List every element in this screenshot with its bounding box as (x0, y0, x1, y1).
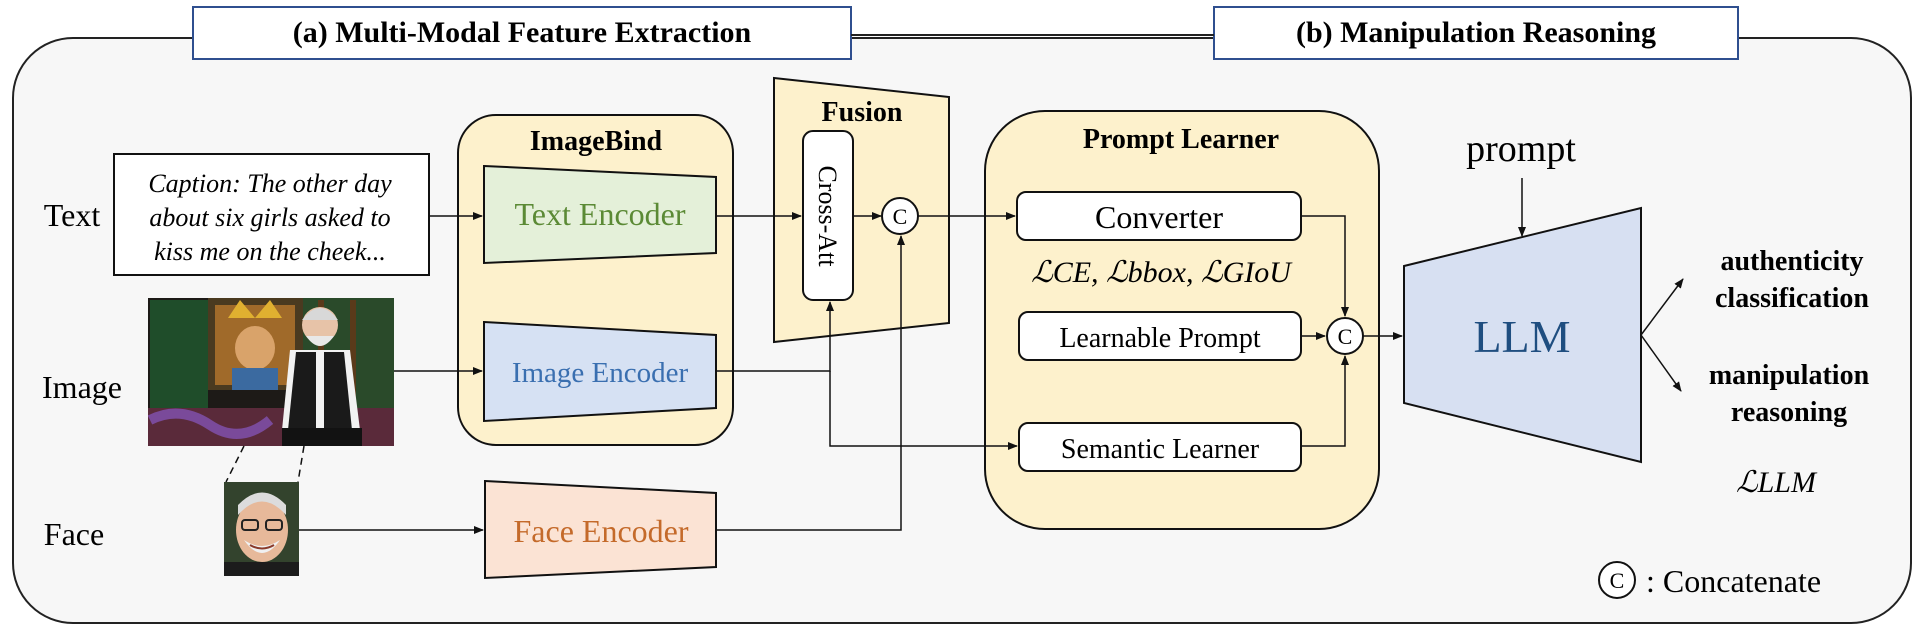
text-encoder (483, 164, 717, 265)
face-crop-guide-left (225, 445, 245, 483)
caption-line-1: Caption: The other day (148, 169, 392, 198)
arrow-image-encoder-to-semantic-learner (829, 371, 1018, 450)
concat-node-fusion-label: C (893, 204, 908, 229)
output-authenticity-line-1: authenticity (1720, 246, 1863, 277)
prompt-label: prompt (1466, 128, 1576, 170)
text-encoder-label: Text Encoder (514, 196, 685, 232)
arrow-face-encoder-to-concat (716, 235, 905, 531)
output-reasoning-line-1: manipulation (1709, 360, 1870, 391)
semantic-learner-label: Semantic Learner (1061, 434, 1260, 465)
fusion-title: Fusion (822, 97, 903, 128)
section-a-header: (a) Multi-Modal Feature Extraction (293, 16, 752, 49)
input-photo (148, 298, 394, 446)
caption-line-2: about six girls asked to (149, 203, 390, 232)
connectors (299, 178, 1684, 534)
legend-concat-symbol-label: C (1610, 568, 1625, 593)
converter-label: Converter (1095, 199, 1223, 235)
caption-box (113, 153, 430, 276)
llm-label: LLM (1473, 311, 1570, 362)
face-photo (224, 482, 299, 576)
llm-loss: ℒLLM (1736, 466, 1818, 499)
image-input-label: Image (42, 369, 122, 405)
arrow-semantic-learner-to-concat (1301, 355, 1349, 447)
concat-node-prompt-label: C (1338, 324, 1353, 349)
section-a-header-box (192, 6, 852, 60)
text-input-label: Text (44, 197, 101, 233)
learnable-prompt-label: Learnable Prompt (1059, 323, 1261, 354)
semantic-learner-box (1018, 422, 1302, 472)
prompt-learner-title: Prompt Learner (1083, 124, 1279, 155)
arrow-llm-to-authenticity (1640, 278, 1684, 336)
legend-concat-text: : Concatenate (1646, 563, 1821, 599)
output-reasoning-line-2: reasoning (1731, 397, 1847, 428)
image-encoder-label: Image Encoder (512, 357, 689, 389)
imagebind-title: ImageBind (530, 126, 663, 157)
cross-att-label: Cross-Att (813, 165, 842, 267)
face-crop-guide-right (297, 445, 305, 483)
image-encoder (483, 320, 717, 423)
face-input-label: Face (44, 516, 104, 552)
arrow-converter-to-concat (1301, 215, 1349, 317)
section-b-header-box (1213, 6, 1739, 60)
output-authenticity-line-2: classification (1715, 283, 1869, 314)
face-encoder (484, 479, 717, 580)
legend-concat-symbol (1598, 561, 1636, 599)
section-b-header: (b) Manipulation Reasoning (1296, 16, 1656, 49)
face-encoder-label: Face Encoder (513, 513, 688, 549)
converter-losses: ℒCE, ℒbbox, ℒGIoU (1031, 256, 1293, 289)
caption-line-3: kiss me on the cheek... (154, 237, 386, 266)
arrow-llm-to-reasoning (1640, 334, 1682, 392)
llm-block (1403, 206, 1642, 464)
